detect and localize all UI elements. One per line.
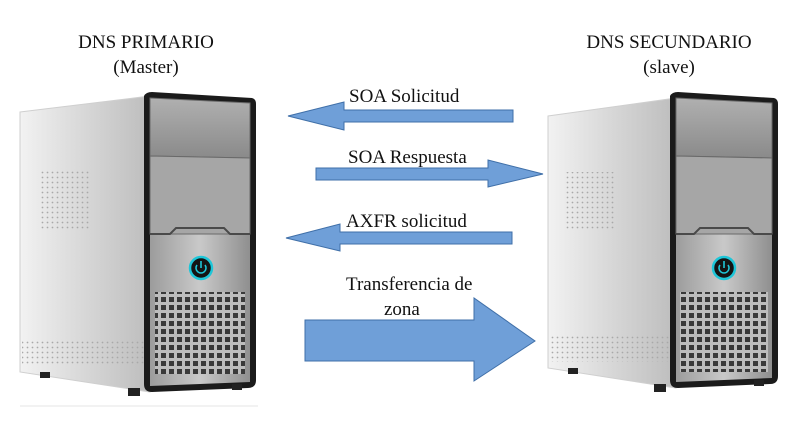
- server-primary-icon: [19, 92, 258, 407]
- primary-server-subtitle: (Master): [113, 57, 179, 78]
- arrow-transferencia-zona: [304, 297, 536, 382]
- server-secondary-icon: [547, 92, 778, 392]
- arrow-soa-respuesta: [315, 159, 544, 188]
- secondary-server-subtitle: (slave): [643, 57, 695, 78]
- message-label-transferencia-line2: zona: [384, 299, 420, 320]
- arrow-soa-solicitud: [287, 101, 514, 131]
- message-label-soa-solicitud: SOA Solicitud: [349, 86, 460, 107]
- message-label-soa-respuesta: SOA Respuesta: [348, 147, 467, 168]
- arrow-axfr-solicitud: [285, 223, 513, 252]
- message-label-transferencia-line1: Transferencia de: [346, 274, 473, 295]
- message-label-axfr-solicitud: AXFR solicitud: [346, 211, 467, 232]
- primary-server-title: DNS PRIMARIO: [78, 32, 214, 53]
- secondary-server-title: DNS SECUNDARIO: [586, 32, 752, 53]
